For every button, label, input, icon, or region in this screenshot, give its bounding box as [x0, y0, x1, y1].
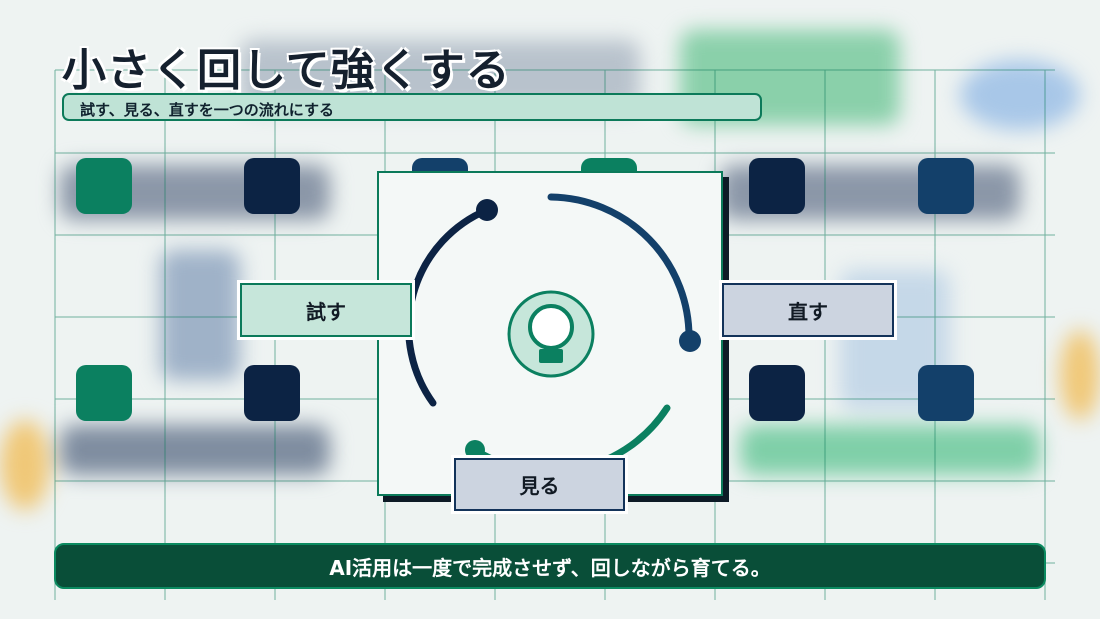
backdrop-block — [1060, 330, 1100, 420]
cycle-diagram-panel — [377, 171, 723, 496]
slide-title: 小さく回して強くする — [62, 45, 511, 96]
deco-tile-navy — [244, 158, 300, 214]
deco-tile-blue — [918, 365, 974, 421]
cycle-arc-fix — [547, 193, 693, 343]
backdrop-block — [740, 425, 1040, 475]
arc-endpoint-dot — [465, 440, 485, 460]
deco-tile-green — [76, 158, 132, 214]
deco-tile-navy — [244, 365, 300, 421]
cycle-arc-try — [405, 206, 491, 407]
deco-tile-green — [76, 365, 132, 421]
deco-tile-navy — [749, 365, 805, 421]
deco-tile-navy — [749, 158, 805, 214]
arc-endpoint-dot — [679, 330, 701, 352]
backdrop-block — [160, 250, 240, 380]
footer-message: AI活用は一度で完成させず、回しながら育てる。 — [54, 543, 1046, 589]
slide-subtitle: 試す、見る、直すを一つの流れにする — [62, 93, 762, 121]
backdrop-block — [0, 420, 50, 510]
step-label-fix: 直す — [722, 283, 894, 337]
step-label-see: 見る — [454, 458, 625, 511]
cycle-diagram — [405, 193, 701, 476]
arc-endpoint-dot — [476, 199, 498, 221]
step-label-try: 試す — [240, 283, 412, 337]
deco-tile-blue — [918, 158, 974, 214]
lightbulb-icon — [507, 290, 595, 378]
backdrop-block — [960, 60, 1080, 130]
backdrop-block — [60, 425, 330, 475]
